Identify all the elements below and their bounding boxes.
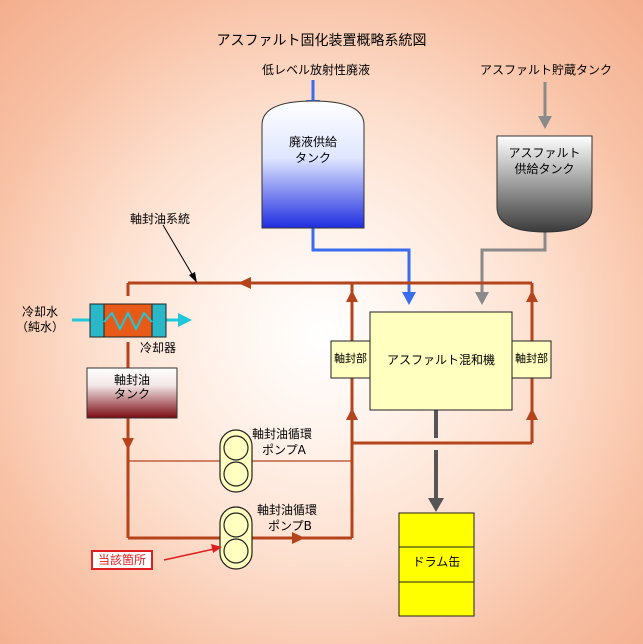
seal-oil-flow-arrows — [122, 277, 538, 544]
pump-a-label-2: ポンプA — [262, 443, 306, 457]
asphalt-feed-line — [475, 82, 552, 305]
asphalt-feed-tank — [496, 135, 593, 233]
pump-a — [219, 429, 253, 493]
seal-unit-left-label: 軸封部 — [334, 352, 367, 365]
drum-discharge-line — [428, 410, 444, 512]
waste-tank-label-2: タンク — [294, 151, 331, 165]
pump-b-label-2: ポンプB — [268, 519, 312, 533]
pump-a-label-1: 軸封油循環 — [252, 427, 313, 441]
seal-oil-tank-label-1: 軸封油 — [113, 373, 150, 387]
asphalt-tank-label-1: アスファルト — [508, 146, 581, 160]
seal-oil-system-leader — [162, 224, 197, 282]
drum — [398, 512, 475, 617]
relevant-location-leader — [163, 544, 222, 561]
asphalt-tank-label-2: 供給タンク — [514, 162, 575, 176]
asphalt-mixer — [369, 311, 513, 411]
cooler-label: 冷却器 — [140, 341, 177, 355]
cooling-water-label-2: （純水） — [16, 320, 65, 334]
seal-unit-right-label: 軸封部 — [515, 352, 548, 365]
seal-oil-tank-label-2: タンク — [113, 387, 150, 401]
mixer-label: アスファルト混和機 — [386, 353, 495, 367]
seal-oil-system-label: 軸封油系統 — [130, 212, 191, 226]
seal-unit-left — [330, 340, 371, 379]
drum-label: ドラム缶 — [412, 555, 461, 569]
pump-b — [219, 506, 253, 570]
diagram-title: アスファルト固化装置概略系統図 — [216, 33, 427, 49]
waste-tank-label-1: 廃液供給 — [288, 135, 337, 149]
cooling-water-label-1: 冷却水 — [22, 305, 59, 319]
relevant-location-callout: 当該箇所 — [91, 550, 154, 570]
waste-source-label: 低レベル放射性廃液 — [262, 63, 371, 77]
cooler — [89, 303, 167, 338]
asphalt-storage-label: アスファルト貯蔵タンク — [480, 63, 613, 77]
drum-bands — [399, 546, 474, 583]
seal-unit-right — [511, 340, 552, 379]
pump-b-label-1: 軸封油循環 — [257, 503, 318, 517]
seal-oil-system-leader-head — [189, 272, 197, 283]
waste-feed-tank — [261, 100, 365, 229]
cooling-water-line — [72, 313, 192, 327]
seal-oil-tank — [86, 367, 178, 419]
